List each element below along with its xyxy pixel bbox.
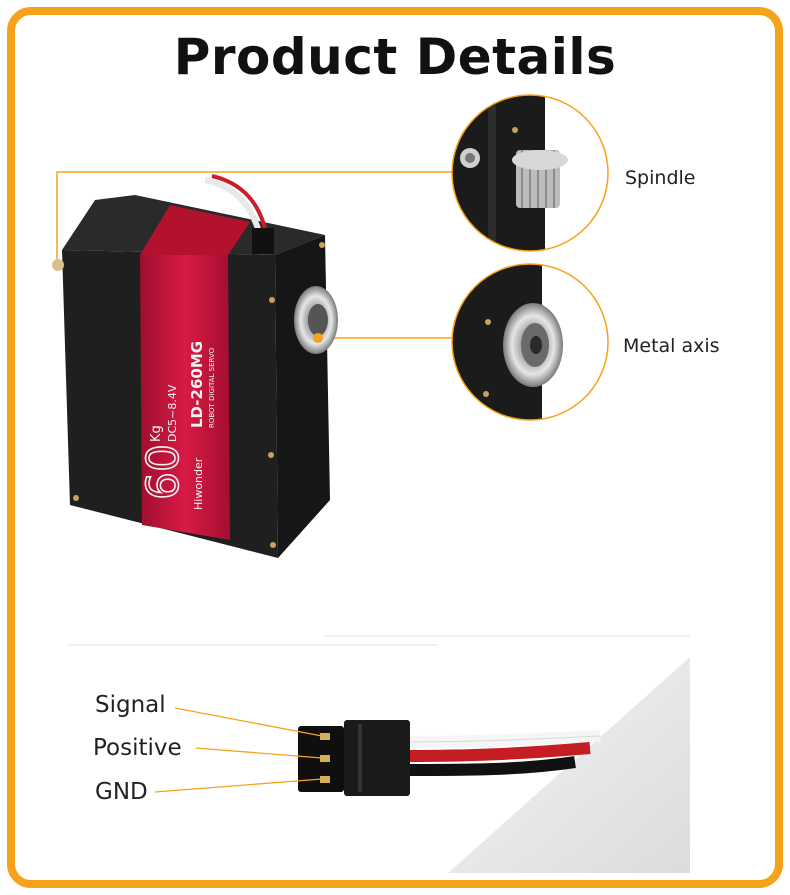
spindle-callout-line — [56, 171, 453, 262]
positive-pin-label: Positive — [93, 735, 182, 761]
gnd-pin-label: GND — [95, 779, 148, 805]
servo-model-text: LD-260MG — [188, 341, 206, 428]
servo-connector — [298, 720, 601, 796]
servo-unit-text: Kg — [149, 425, 164, 442]
page-title: Product Details — [173, 28, 617, 86]
servo-voltage-text: DC5~8.4V — [166, 384, 179, 442]
servo-subtitle-text: ROBOT DIGITAL SERVO — [208, 347, 216, 428]
spindle-detail-circle — [451, 94, 609, 252]
signal-callout-line — [174, 707, 323, 737]
servo-motor: 60 Kg DC5~8.4V Hiwonder LD-260MG ROBOT D… — [52, 174, 338, 558]
metal-axis-detail-circle — [451, 263, 609, 421]
signal-pin-label: Signal — [95, 692, 166, 718]
metal-axis-label: Metal axis — [623, 335, 720, 357]
servo-brand-text: Hiwonder — [192, 457, 205, 510]
gnd-callout-line — [154, 778, 323, 793]
positive-callout-line — [195, 747, 323, 759]
spindle-label: Spindle — [625, 167, 696, 189]
servo-weight-text: 60 — [138, 444, 189, 500]
